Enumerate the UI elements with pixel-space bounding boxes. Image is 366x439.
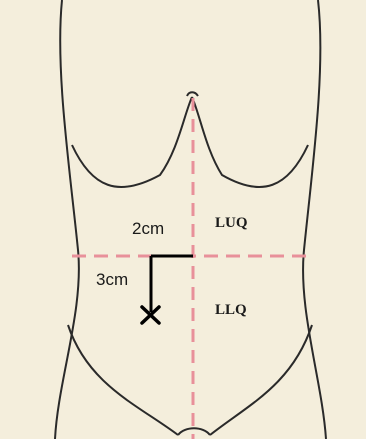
torso-left-edge xyxy=(55,0,79,439)
vertical-offset-label: 3cm xyxy=(96,270,128,290)
left-groin-line xyxy=(68,325,178,435)
torso-right-edge xyxy=(303,0,326,439)
xiphoid-notch xyxy=(187,92,198,96)
right-rib-margin xyxy=(192,97,308,187)
right-groin-line xyxy=(210,325,312,435)
pubic-curve xyxy=(178,428,210,435)
llq-label: LLQ xyxy=(215,302,247,319)
left-rib-margin xyxy=(72,97,192,187)
luq-label: LUQ xyxy=(215,215,248,232)
horizontal-offset-label: 2cm xyxy=(132,219,164,239)
